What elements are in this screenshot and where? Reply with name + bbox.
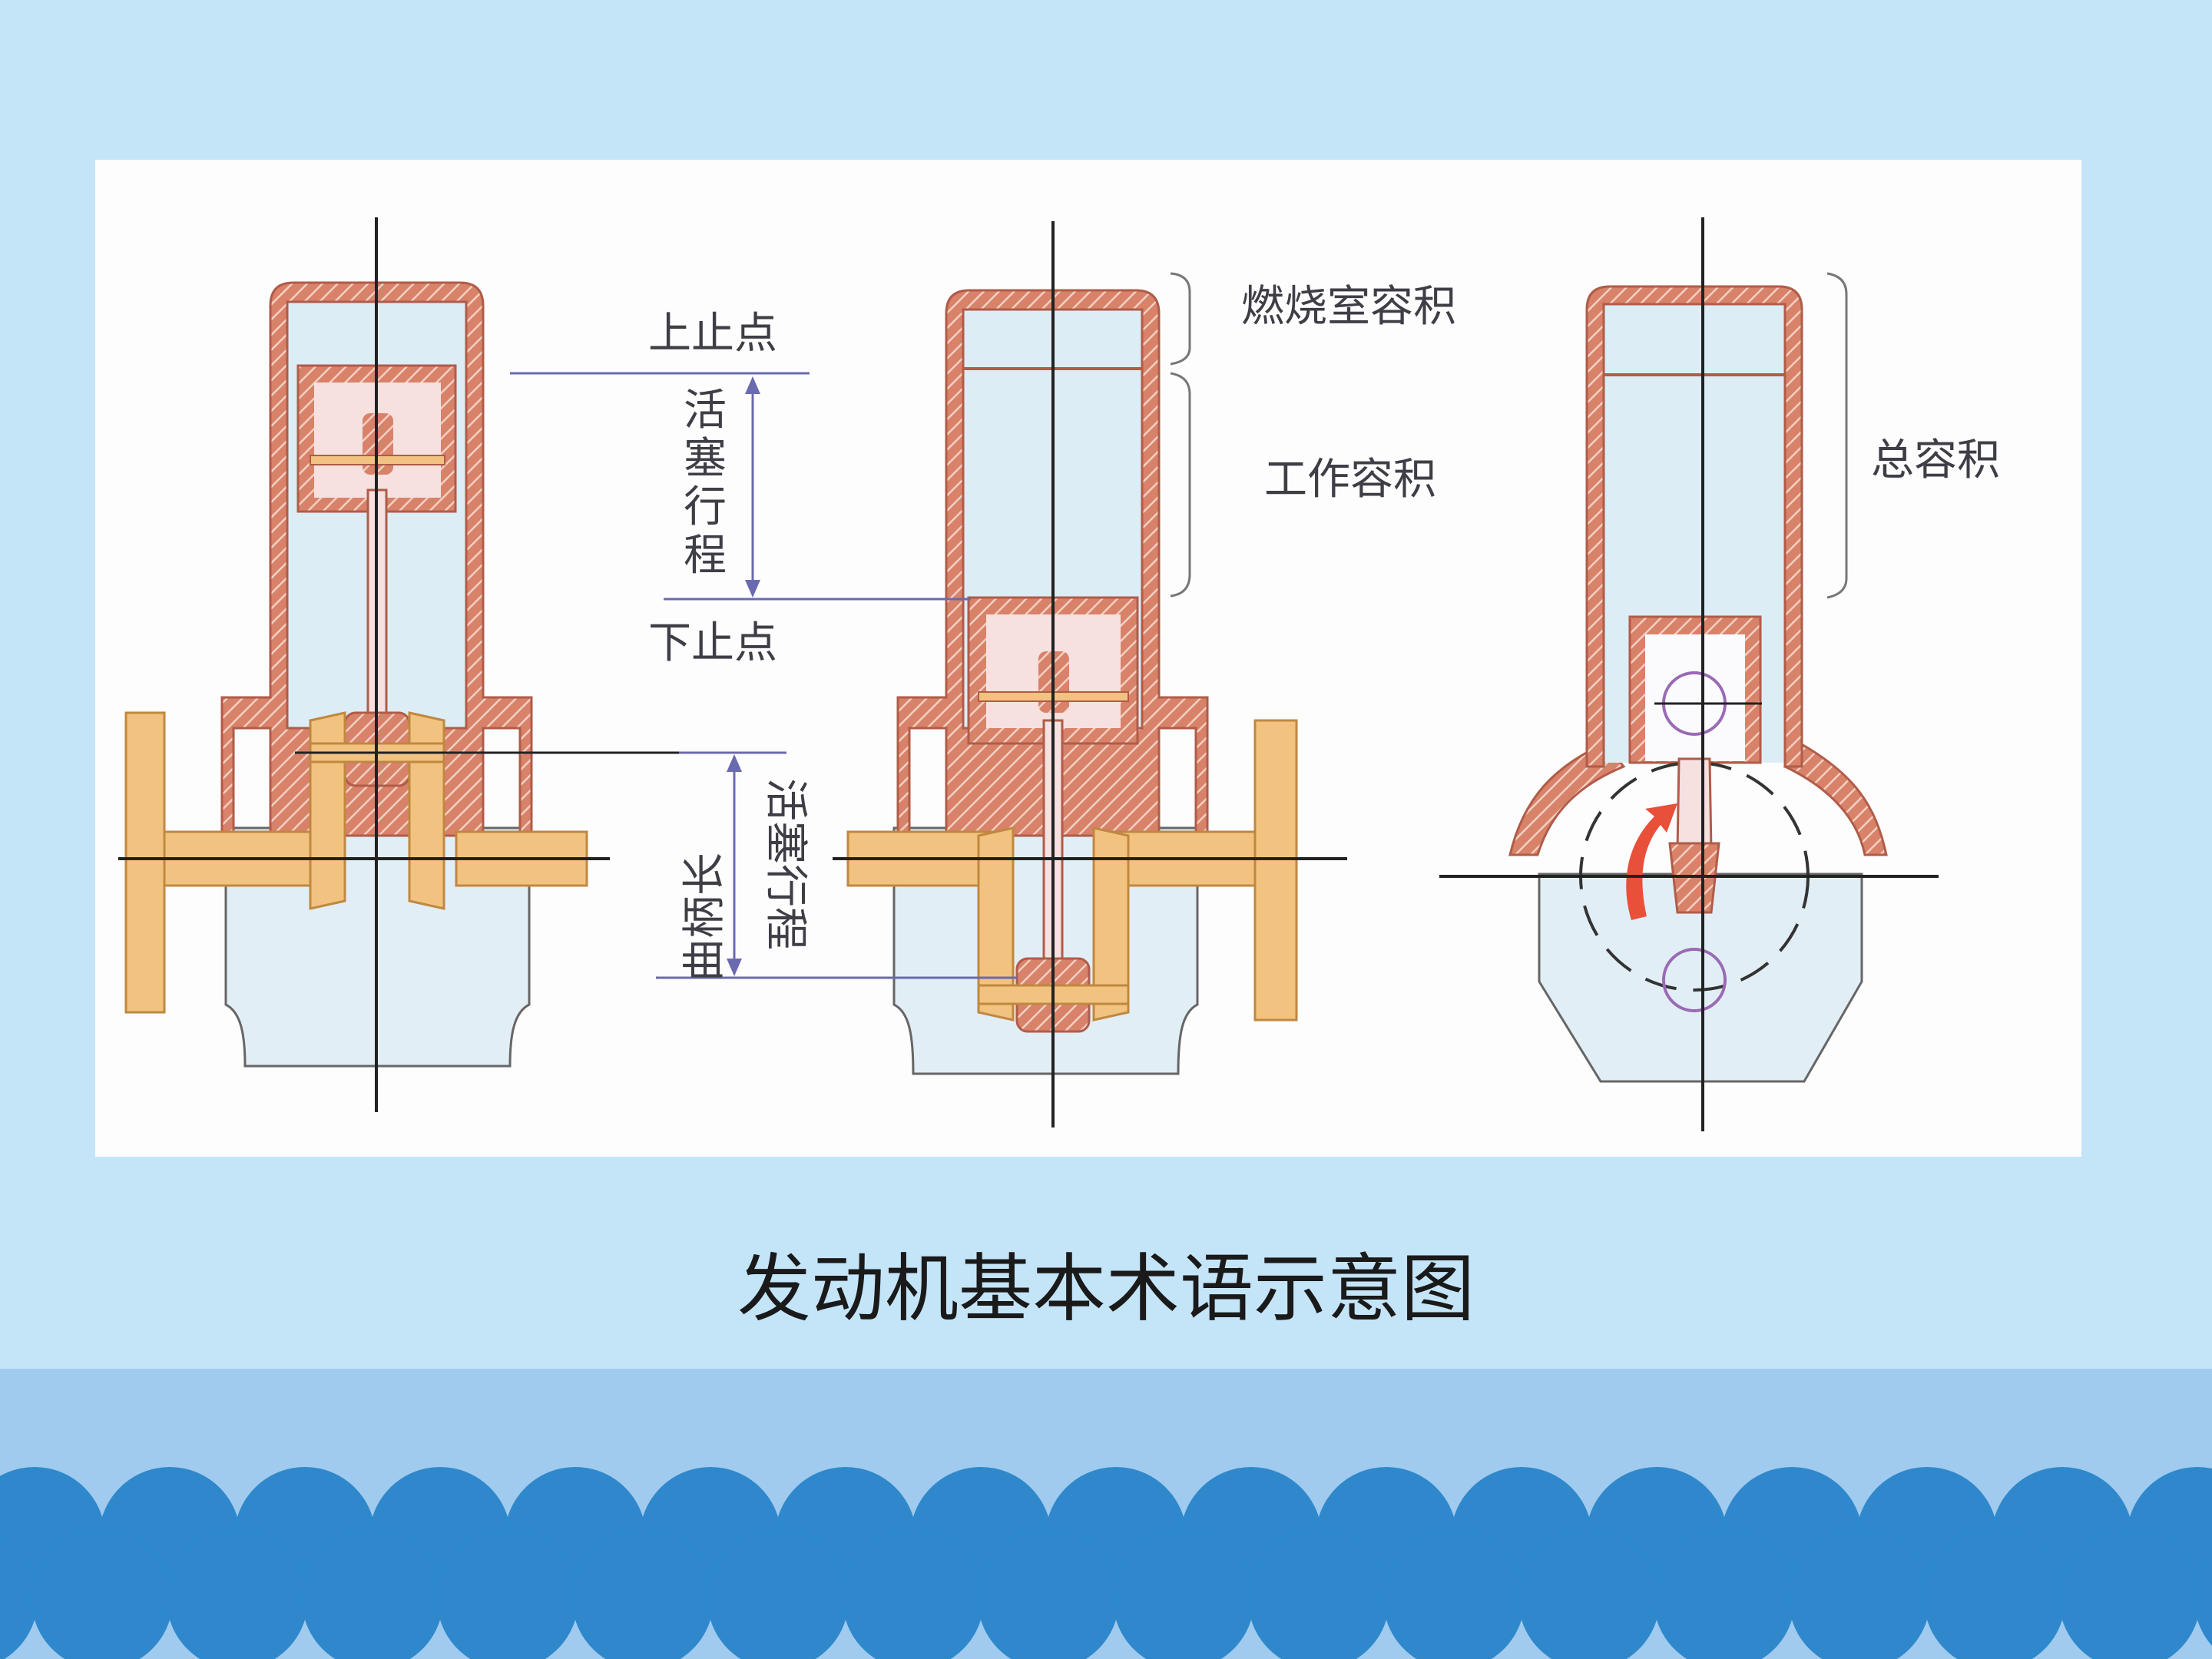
scallop [0,1536,38,1659]
conrod-right [1676,757,1713,853]
label-tdc: 上止点 [648,309,777,359]
engine-right-side [1439,217,1939,1131]
engine-left-tdc [118,217,679,1112]
brace-working [1170,372,1191,598]
diagram-panel: 上止点 活 塞 行 程 下止点 曲柄长 活塞行程 燃烧室容积 工作容积 总容积 [95,160,2081,1157]
scallop [2059,1528,2200,1659]
scallop [167,1528,308,1659]
scallop [1248,1528,1389,1659]
label-stroke-lower: 活塞行程 [760,778,810,950]
scallop [1518,1528,1660,1659]
flywheel-left [124,711,166,1014]
label-stroke-char-1: 活 [684,386,727,435]
crankcase-right [1538,873,1863,1083]
scallop [2194,1552,2212,1646]
cylinder-right-wall [1585,285,1803,768]
brace-combustion [1170,272,1191,366]
scallop [1383,1528,1525,1659]
scallop [437,1528,578,1659]
crank-arrowhead-bottom [727,959,742,976]
scallop [707,1528,849,1659]
dimension-lines [510,272,1848,979]
label-crank-radius: 曲柄长 [680,853,730,982]
footer-decoration [0,1369,2212,1659]
label-working-volume: 工作容积 [1264,455,1436,505]
label-stroke-char-2: 塞 [684,434,727,484]
scallop [572,1528,714,1659]
scallop [1924,1528,2065,1659]
engine-middle-bdc [833,221,1347,1128]
label-stroke-char-4: 程 [684,531,727,581]
flywheel-middle [1253,719,1298,1022]
label-bdc: 下止点 [648,618,777,668]
scallop [302,1528,443,1659]
label-combustion-volume: 燃烧室容积 [1241,282,1456,332]
scallop-row [0,1467,2212,1659]
piston-right-cavity [1645,634,1745,761]
brace-total [1826,272,1848,599]
scallop [1113,1528,1254,1659]
rotation-arrow [1626,803,1677,920]
stroke-arrowhead-bottom [745,580,760,598]
scallop [31,1528,173,1659]
scallop [1654,1528,1795,1659]
crank-arrowhead-top [727,754,742,772]
engine-terms-diagram: 上止点 活 塞 行 程 下止点 曲柄长 活塞行程 燃烧室容积 工作容积 总容积 [118,217,2000,1131]
scallop [978,1528,1119,1659]
label-total-volume: 总容积 [1871,435,2000,485]
diagram-caption: 发动机基本术语示意图 [737,1246,1475,1332]
scallop [1789,1528,1930,1659]
stroke-arrowhead-top [745,376,760,394]
pin-circle-bottom [1662,948,1727,1012]
label-stroke-char-3: 行 [684,482,727,532]
scallop [843,1528,984,1659]
